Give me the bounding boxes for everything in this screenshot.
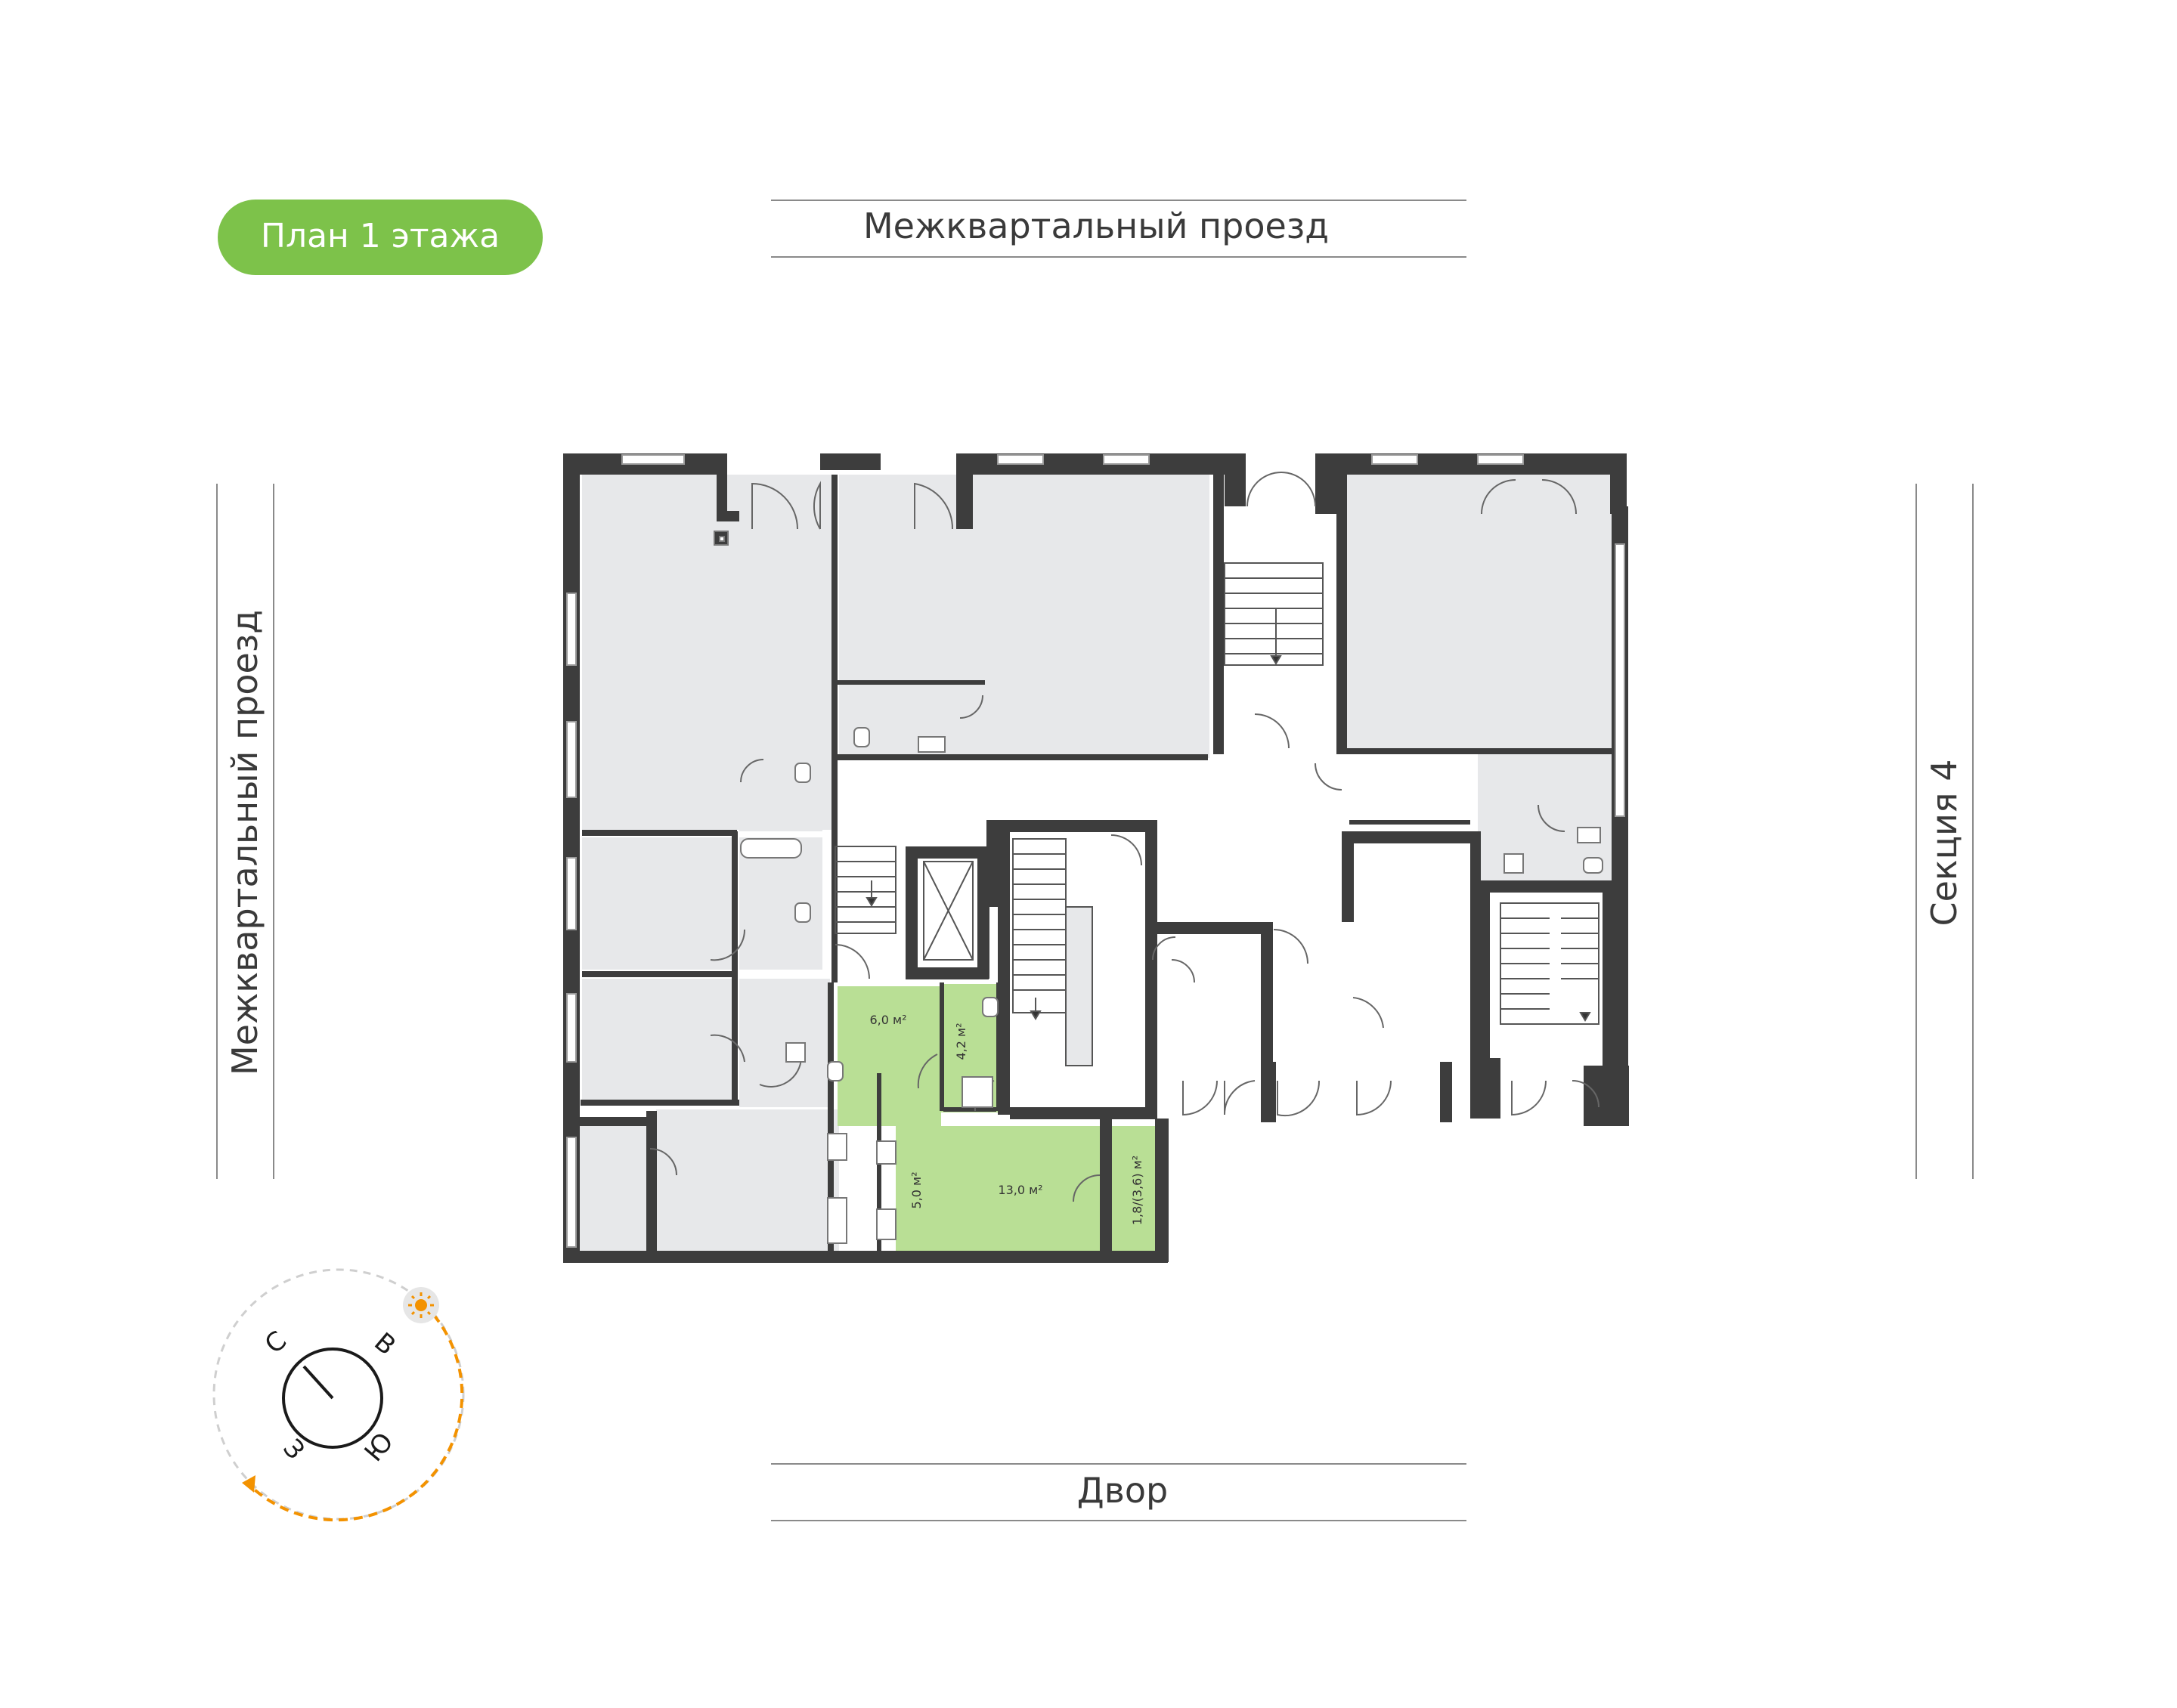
area-label-living-room: 13,0 м²: [998, 1183, 1042, 1197]
plan-title: План 1 этажа: [261, 217, 500, 255]
toilet: [794, 763, 811, 783]
street-top-label: Межквартальный проезд: [863, 206, 1329, 246]
area-label-bathroom: 4,2 м²: [954, 1023, 968, 1060]
plan-title-badge: План 1 этажа: [218, 200, 543, 275]
apartment-highlight: [838, 984, 1160, 1255]
commercial-room-3: [1346, 475, 1614, 754]
commercial-rooms: [574, 475, 1614, 1257]
area-label-balcony: 1,8/(3,6) м²: [1130, 1156, 1144, 1225]
staircase-4: [1500, 902, 1599, 1025]
area-label-hall: 6,0 м²: [869, 1013, 906, 1027]
street-left: Межквартальный проезд: [216, 484, 274, 1179]
compass-north: С: [259, 1326, 293, 1360]
elevator: [923, 861, 974, 961]
fixtures: [714, 531, 1603, 1244]
staircase-2: [835, 846, 897, 934]
street-right-label: Секция 4: [1924, 760, 1965, 927]
apartment-area-labels: 6,0 м² 4,2 м² 5,0 м² 13,0 м² 1,8/(3,6) м…: [869, 1013, 1144, 1225]
street-top: Межквартальный проезд: [771, 200, 1466, 258]
windows: [566, 454, 1625, 1248]
commercial-room-5-hall: [739, 979, 830, 1107]
sun-path-arrow-icon: [242, 1475, 255, 1493]
commercial-room-7: [656, 1109, 841, 1257]
building-plan: 6,0 м² 4,2 м² 5,0 м² 13,0 м² 1,8/(3,6) м…: [563, 453, 1629, 1263]
staircase-3: [1012, 838, 1093, 1066]
compass: С В Ю З: [212, 1268, 465, 1522]
commercial-room-5: [582, 979, 733, 1100]
commercial-room-4: [582, 837, 733, 970]
apartment-balcony: [1111, 1126, 1160, 1255]
sun-path: [248, 1302, 464, 1522]
staircase-1: [1224, 562, 1324, 666]
street-right: Секция 4: [1915, 484, 1974, 1179]
street-bottom: Двор: [771, 1463, 1466, 1521]
compass-needle-icon: [302, 1365, 334, 1400]
compass-east: В: [368, 1327, 401, 1362]
apartment-living-room: [896, 1126, 1101, 1255]
bathtub: [740, 838, 802, 859]
commercial-room-6: [574, 1125, 646, 1257]
street-left-label: Межквартальный проезд: [225, 610, 265, 1075]
sun-icon: [403, 1287, 439, 1323]
street-bottom-label: Двор: [1077, 1470, 1168, 1511]
area-label-kitchen: 5,0 м²: [909, 1171, 924, 1208]
